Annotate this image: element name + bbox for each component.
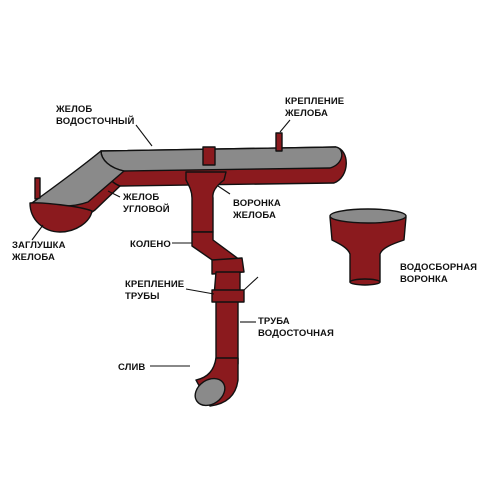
- gutter-bracket-right: [275, 132, 283, 152]
- label-gutter-bracket-line1: КРЕПЛЕНИЕ: [285, 96, 344, 107]
- pipe-bracket-band: [211, 289, 245, 303]
- label-collector-funnel-line1: ВОДОСБОРНАЯ: [400, 262, 477, 273]
- leader-corner-gutter: [107, 190, 121, 198]
- label-gutter-line1: ЖЕЛОБ: [55, 104, 92, 115]
- leader-pipe-bracket: [185, 288, 215, 295]
- labels: ЖЕЛОБ ВОДОСТОЧНЫЙ КРЕПЛЕНИЕ ЖЕЛОБА ЖЕЛОБ…: [11, 96, 477, 373]
- leader-gutter: [135, 124, 153, 147]
- gutter-system: [29, 132, 347, 407]
- label-corner-gutter-line2: УГЛОВОЙ: [123, 203, 170, 215]
- gutter-funnel: [185, 171, 227, 233]
- collector-funnel: [329, 208, 407, 286]
- leader-gutter-bracket: [279, 119, 291, 133]
- downpipe: [213, 271, 241, 365]
- label-outlet: СЛИВ: [118, 362, 145, 373]
- label-downpipe-line1: ТРУБА: [258, 316, 290, 327]
- gutter-bracket-middle: [202, 146, 216, 166]
- pipe-collar: [211, 257, 245, 275]
- gutter-main-inner: [100, 146, 343, 172]
- gutter-hook-left: [34, 177, 41, 200]
- leader-end-cap: [31, 224, 44, 241]
- leader-lines: [31, 119, 291, 367]
- label-gutter-funnel-line1: ВОРОНКА: [233, 198, 281, 209]
- label-pipe-bracket-line2: ТРУБЫ: [125, 291, 160, 302]
- label-collector-funnel-line2: ВОРОНКА: [400, 274, 448, 285]
- label-elbow: КОЛЕНО: [130, 239, 171, 250]
- gutter-end-cap: [29, 202, 93, 233]
- label-gutter-line2: ВОДОСТОЧНЫЙ: [56, 115, 134, 127]
- label-gutter-funnel-line2: ЖЕЛОБА: [232, 210, 276, 221]
- label-pipe-bracket-line1: КРЕПЛЕНИЕ: [125, 279, 184, 290]
- label-corner-gutter-line1: ЖЕЛОБ: [122, 192, 159, 203]
- outlet-opening: [194, 377, 226, 407]
- collector-funnel-bottom-rim: [349, 278, 381, 286]
- pipe-bracket-pin: [243, 276, 259, 291]
- collector-funnel-top-opening: [329, 208, 407, 224]
- label-end-cap-line2: ЖЕЛОБА: [11, 252, 55, 263]
- label-downpipe-line2: ВОДОСТОЧНАЯ: [258, 328, 334, 339]
- label-gutter-bracket-line2: ЖЕЛОБА: [284, 108, 328, 119]
- leader-gutter-funnel: [217, 185, 231, 195]
- label-end-cap-line1: ЗАГЛУШКА: [12, 240, 66, 251]
